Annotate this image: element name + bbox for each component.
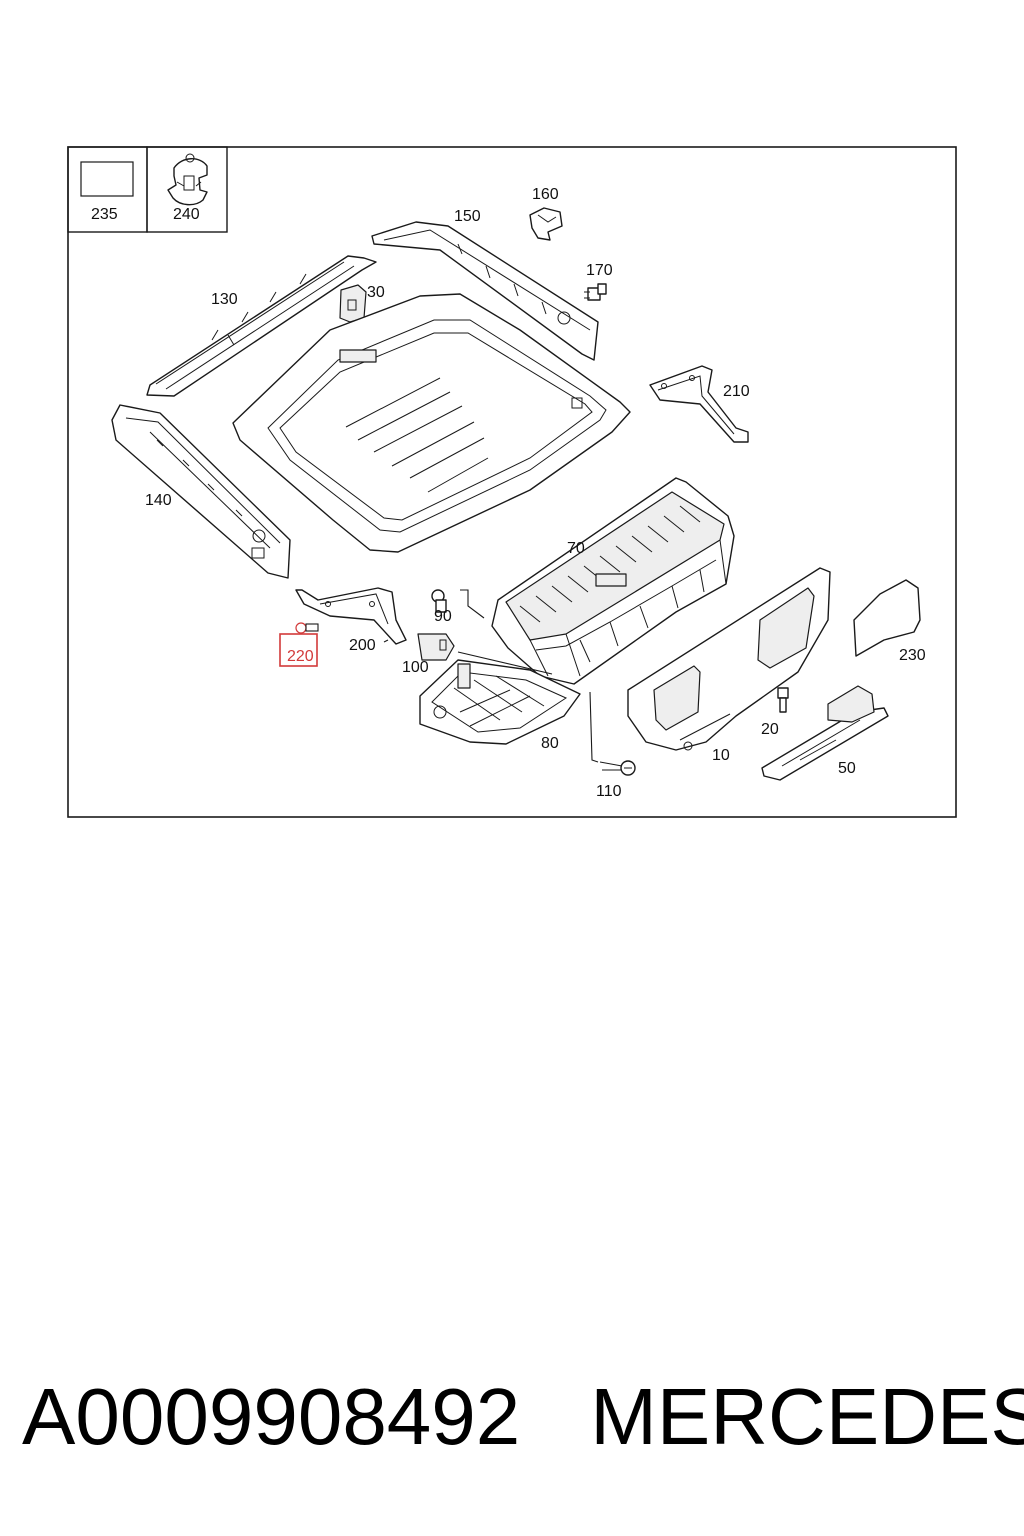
part-170-clip (584, 283, 607, 301)
caption: A0009908492 MERCEDES (22, 1372, 1024, 1462)
part-90-screw (431, 589, 447, 613)
legend-box-235: 235 (67, 146, 148, 233)
legend-label-240: 240 (173, 206, 200, 223)
part-70-rear-panel (491, 477, 735, 685)
part-10-lower-trim-panel (627, 567, 831, 751)
part-number: A0009908492 (22, 1372, 521, 1461)
callout-150: 150 (454, 208, 481, 225)
callout-30: 30 (367, 284, 385, 301)
brand-name: MERCEDES (590, 1372, 1024, 1461)
highlight-box-220 (279, 633, 318, 667)
part-50-handle (761, 685, 889, 781)
callout-50: 50 (838, 760, 856, 777)
clip-nut-icon (167, 153, 208, 206)
callout-200: 200 (349, 637, 376, 654)
part-150-upper-right-rail (371, 221, 599, 361)
callout-160: 160 (532, 186, 559, 203)
part-20-clip (777, 687, 789, 713)
callout-210: 210 (723, 383, 750, 400)
pad-icon (80, 161, 134, 197)
part-130-upper-left-rail (146, 255, 377, 397)
callout-140: 140 (145, 492, 172, 509)
callout-130: 130 (211, 291, 238, 308)
legend-label-235: 235 (91, 206, 118, 223)
part-140-left-trim (111, 404, 291, 579)
part-230-pad (853, 579, 921, 657)
callout-170: 170 (586, 262, 613, 279)
rear-window-frame (232, 293, 631, 553)
leader-lines (383, 589, 599, 763)
callout-10: 10 (712, 747, 730, 764)
part-200-left-bracket (295, 587, 407, 645)
callout-80: 80 (541, 735, 559, 752)
part-30-bracket (339, 284, 367, 323)
part-110-screw (599, 760, 636, 776)
callout-70: 70 (567, 540, 585, 557)
part-210-right-bracket (649, 365, 749, 443)
part-220-screw (295, 622, 319, 634)
callout-230: 230 (899, 647, 926, 664)
callout-20: 20 (761, 721, 779, 738)
legend-box-240: 240 (146, 146, 228, 233)
callout-labels: 10 20 30 50 70 80 90 100 110 130 140 150… (145, 186, 926, 800)
callout-90: 90 (434, 608, 452, 625)
part-80-floor-tray (419, 659, 581, 745)
callout-110: 110 (596, 783, 622, 800)
callout-100: 100 (402, 659, 429, 676)
callout-220: 220 (287, 648, 314, 665)
part-100-tab (417, 633, 455, 661)
part-160-clip (529, 207, 563, 241)
